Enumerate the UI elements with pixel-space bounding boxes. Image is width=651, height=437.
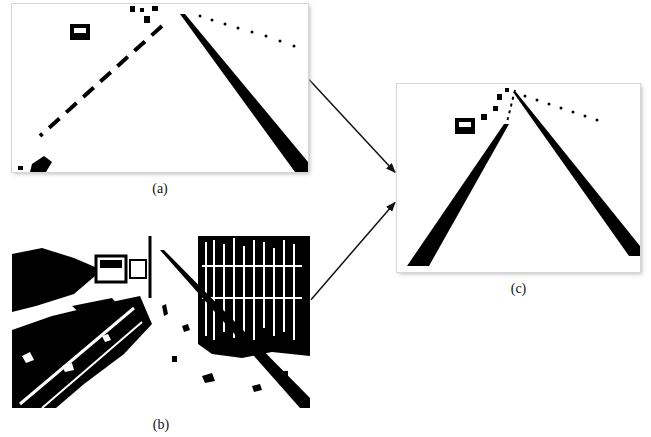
- panel-label: (a): [152, 180, 168, 197]
- image-panel: (c): [397, 84, 640, 297]
- binary-road-image: [397, 84, 640, 272]
- arrow-connector: [311, 202, 395, 299]
- arrow-connector: [309, 80, 395, 173]
- panel-label: (b): [153, 416, 169, 433]
- binary-road-image: [12, 4, 308, 172]
- image-panel: (b): [12, 236, 310, 433]
- panel-label: (c): [511, 280, 527, 297]
- image-panel: (a): [12, 4, 308, 197]
- binary-road-image: [12, 236, 310, 408]
